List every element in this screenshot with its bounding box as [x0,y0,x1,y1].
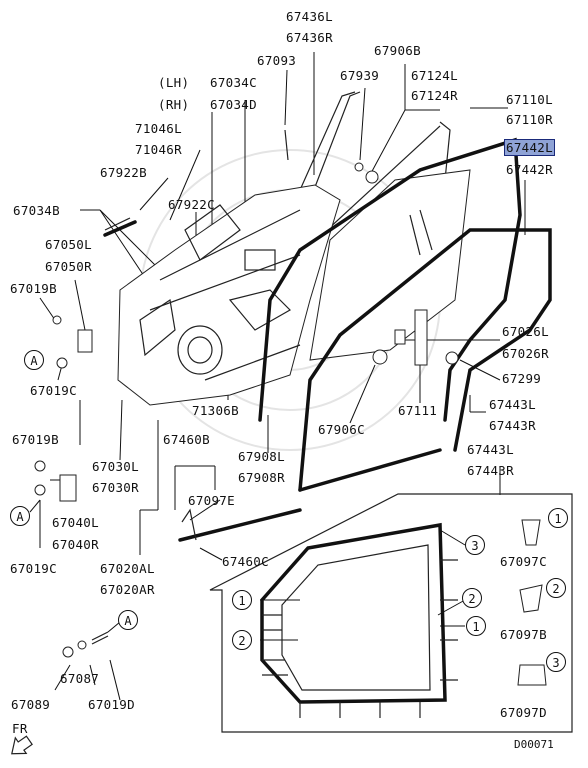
part-label-67443r-a[interactable]: 67443R [489,418,536,433]
door-window-glass [309,169,471,361]
part-label-67089[interactable]: 67089 [11,697,51,712]
part-label-67097c[interactable]: 67097C [500,554,547,569]
callout-a-upper: A [24,350,44,370]
callout-a-lower: A [118,610,138,630]
part-label-67110l[interactable]: 67110L [506,92,553,107]
part-label-67097b[interactable]: 67097B [500,627,547,642]
front-direction-arrow-icon [11,735,33,755]
part-label-67093[interactable]: 67093 [257,53,297,68]
part-label-67110r[interactable]: 67110R [506,112,553,127]
part-label-67019c-mid[interactable]: 67019C [10,561,57,576]
part-label-67019b-top[interactable]: 67019B [10,281,57,296]
part-label-67020al[interactable]: 67020AL [100,561,155,576]
part-label-67906b[interactable]: 67906B [374,43,421,58]
part-label-67097e[interactable]: 67097E [188,493,235,508]
callout-1-inset-right: 1 [466,616,486,636]
part-label-67939[interactable]: 67939 [340,68,380,83]
direction-label: FR [12,721,28,736]
callout-2-inset-right: 2 [462,588,482,608]
inner-door-panel [117,184,341,406]
glass-reflection [409,214,421,256]
callout-2-clip: 2 [546,578,566,598]
upper-sash-inner [309,91,361,201]
part-label-71046l[interactable]: 71046L [135,121,182,136]
part-label-67442l[interactable]: 67442L [504,139,555,156]
clip-67097b [519,584,543,613]
part-label-67443r-b[interactable]: 67443R [467,463,514,478]
part-label-67124r[interactable]: 67124R [411,88,458,103]
part-label-67124l[interactable]: 67124L [411,68,458,83]
part-label-67908l[interactable]: 67908L [238,449,285,464]
part-label-67019c-top[interactable]: 67019C [30,383,77,398]
small-clips [284,129,459,366]
part-label-67460b[interactable]: 67460B [163,432,210,447]
part-label-67034d[interactable]: 67034D [210,97,257,112]
part-label-67906c[interactable]: 67906C [318,422,365,437]
part-label-71046r[interactable]: 71046R [135,142,182,157]
molding-end-clip [181,508,197,541]
hinge-assembly-lower [34,460,77,502]
part-label-67030r[interactable]: 67030R [92,480,139,495]
part-label-67922b[interactable]: 67922B [100,165,147,180]
part-label-67050r[interactable]: 67050R [45,259,92,274]
detail-inset [209,493,573,733]
part-label-67026r[interactable]: 67026R [502,346,549,361]
callout-2-inset: 2 [232,630,252,650]
hinge-assembly-upper [52,315,93,369]
part-label-67019b-mid[interactable]: 67019B [12,432,59,447]
part-label-67040l[interactable]: 67040L [52,515,99,530]
part-label-71306b[interactable]: 71306B [192,403,239,418]
part-label-67040r[interactable]: 67040R [52,537,99,552]
label-rh: (RH) [158,97,190,112]
part-label-67111[interactable]: 67111 [398,403,438,418]
callout-a-middle: A [10,506,30,526]
part-label-67087[interactable]: 67087 [60,671,100,686]
callout-3-inset: 3 [465,535,485,555]
callout-1-inset: 1 [232,590,252,610]
part-label-67034b[interactable]: 67034B [13,203,60,218]
door-weatherstrips [178,137,552,542]
part-label-67034c[interactable]: 67034C [210,75,257,90]
label-lh: (LH) [158,75,190,90]
part-label-67030l[interactable]: 67030L [92,459,139,474]
part-label-67443l-b[interactable]: 67443L [467,442,514,457]
part-label-67097d[interactable]: 67097D [500,705,547,720]
part-label-67922c[interactable]: 67922C [168,197,215,212]
highlighted-part-67442l[interactable]: 67442L [504,139,555,156]
hardware-parts [62,631,109,658]
clip-67097d [517,664,547,686]
part-label-67019d[interactable]: 67019D [88,697,135,712]
part-label-67908r[interactable]: 67908R [238,470,285,485]
part-label-67443l-a[interactable]: 67443L [489,397,536,412]
callout-3-clip: 3 [546,652,566,672]
callout-1-clip: 1 [548,508,568,528]
diagram-code: D00071 [514,738,554,751]
part-label-67299[interactable]: 67299 [502,371,542,386]
part-label-67020ar[interactable]: 67020AR [100,582,155,597]
part-label-67436r[interactable]: 67436R [286,30,333,45]
belt-molding-front [104,217,131,231]
part-label-67460c[interactable]: 67460C [222,554,269,569]
part-label-67442r[interactable]: 67442R [506,162,553,177]
part-label-67436l[interactable]: 67436L [286,9,333,24]
part-label-67026l[interactable]: 67026L [502,324,549,339]
part-label-67050l[interactable]: 67050L [45,237,92,252]
clip-67097c [521,519,541,546]
